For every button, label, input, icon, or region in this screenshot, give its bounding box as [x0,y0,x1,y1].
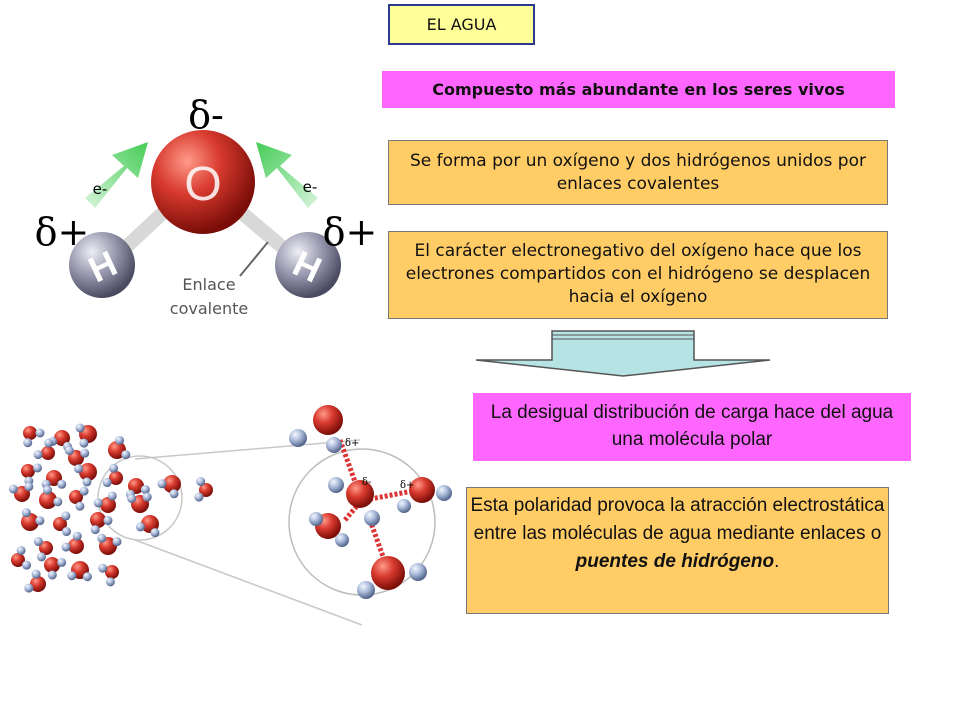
delta-plus-label-right: δ+ [323,210,378,254]
info-box-polarity: La desigual distribución de carga hace d… [473,393,911,461]
electron-shift-arrow-left [85,142,148,208]
page-title: EL AGUA [388,4,535,45]
delta-minus-label: δ- [188,93,224,137]
svg-text:O: O [184,158,221,211]
electron-label-right: e- [303,178,318,196]
electron-shift-arrow-right [256,142,318,208]
bond-label-line2: covalente [170,299,248,318]
bond-label-pointer [239,241,269,277]
info-box-formation: Se forma por un oxígeno y dos hidrógenos… [388,140,888,205]
hydrogen-atom-right: H [275,232,341,298]
hydrogen-bonds-period: . [774,551,780,572]
info-box-electronegativity: El carácter electronegativo del oxígeno … [388,231,888,319]
bond-label-line1: Enlace [182,275,235,294]
water-molecule-cloud [8,423,213,593]
delta-plus-label-left: δ+ [35,210,90,254]
down-arrow [475,330,771,377]
zoom-line-bottom [134,539,363,626]
hydrogen-bonds-text: Esta polaridad provoca la atracción elec… [470,495,885,544]
electron-label-left: e- [93,180,108,198]
hydrogen-bonds-highlight: puentes de hidrógeno [575,551,775,572]
hydrogen-bond-network: δ+ δ- δ+ [289,405,452,599]
zoom-line-top [134,439,361,460]
subtitle-box: Compuesto más abundante en los seres viv… [382,71,895,108]
oxygen-atom: O [151,130,255,234]
svg-text:δ+: δ+ [400,480,414,491]
svg-text:δ+: δ+ [345,438,359,449]
zoom-source-circle [97,455,183,541]
svg-text:δ-: δ- [362,477,371,488]
info-box-hydrogen-bonds: Esta polaridad provoca la atracción elec… [466,487,889,614]
hydrogen-atom-left: H [69,232,135,298]
